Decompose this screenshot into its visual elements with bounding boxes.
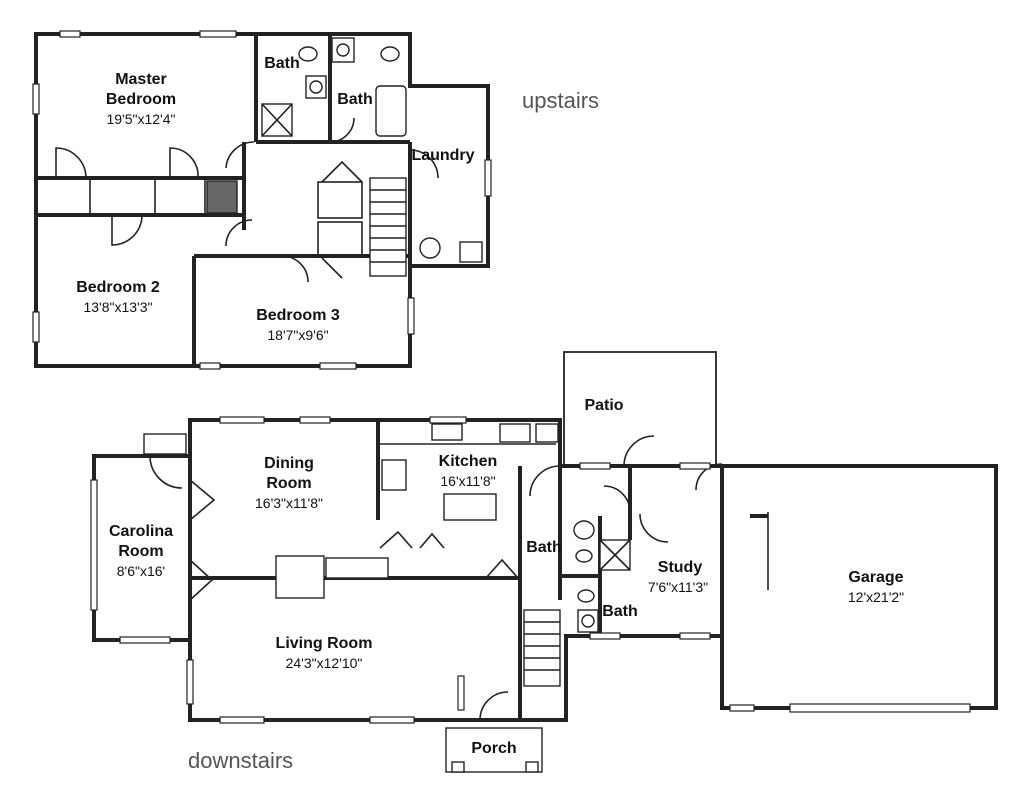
door-swing (479, 691, 509, 721)
living-room-dims: 24'3"x12'10" (286, 655, 363, 671)
garage-door (789, 703, 971, 713)
kitchen-name: Kitchen (439, 453, 498, 470)
door-swing (695, 463, 723, 491)
upstairs-plan: Master Bedroom 19'5"x12'4" Bath Bath Lau… (32, 30, 599, 370)
door-swing (639, 513, 669, 543)
garage-wall (720, 464, 998, 710)
garage-name: Garage (848, 569, 903, 586)
bath-right-name: Bath (337, 91, 373, 108)
door-swing (149, 455, 183, 489)
door-swing (603, 485, 631, 513)
porch-name: Porch (471, 740, 516, 757)
master-bedroom-dims: 19'5"x12'4" (106, 111, 175, 127)
door-swing (225, 219, 253, 247)
bedroom2-name: Bedroom 2 (76, 279, 160, 296)
bedroom2-dims: 13'8"x13'3" (83, 299, 152, 315)
kitchen-cabinet (499, 423, 531, 443)
hall-closet (317, 221, 363, 257)
door-swing (169, 147, 199, 179)
built-in-cabinet (325, 557, 389, 579)
kitchen-range (381, 459, 407, 491)
stair-treads (370, 189, 406, 263)
kitchen-cabinet (535, 423, 559, 443)
kitchen-dims: 16'x11'8" (440, 473, 495, 489)
dining-room-dims: 16'3"x11'8" (255, 495, 323, 511)
dryer-icon (459, 241, 483, 263)
dining-room-name-line2: Room (266, 475, 311, 492)
porch-post (525, 761, 539, 773)
study-name: Study (658, 559, 703, 576)
toilet-icon (577, 589, 595, 603)
upstairs-label: upstairs (522, 88, 599, 113)
stair-treads (524, 621, 560, 671)
laundry-name: Laundry (411, 147, 474, 164)
sink-icon (336, 43, 350, 57)
upstairs-windows (32, 30, 492, 370)
door-swing (623, 435, 655, 467)
bath-lower-name: Bath (602, 603, 638, 620)
living-room-name: Living Room (276, 635, 373, 652)
washer-icon (419, 237, 441, 259)
master-bedroom-name-line1: Master (115, 71, 167, 88)
door-swing (419, 532, 445, 549)
door-swing (111, 214, 143, 246)
toilet-icon (573, 520, 595, 540)
sink-icon (309, 80, 323, 94)
bath-left-name: Bath (264, 55, 300, 72)
carolina-room-name-line2: Room (118, 543, 163, 560)
door-swing (225, 141, 255, 169)
dining-room-name-line1: Dining (264, 455, 314, 472)
door-swing (529, 465, 561, 497)
door-swing (379, 530, 413, 549)
kitchen-island (443, 493, 497, 521)
bedroom3-name: Bedroom 3 (256, 307, 340, 324)
patio-name: Patio (584, 397, 623, 414)
stairs-up (369, 177, 407, 277)
study-dims: 7'6"x11'3" (648, 579, 708, 595)
hall-closet (317, 181, 363, 219)
carolina-step (143, 433, 187, 455)
bath-upper-name: Bath (526, 539, 562, 556)
sink-icon (581, 614, 595, 628)
bedroom3-dims: 18'7"x9'6" (267, 327, 328, 343)
downstairs-windows (90, 416, 755, 724)
carolina-room-name-line1: Carolina (109, 523, 173, 540)
porch-post (451, 761, 465, 773)
door-swing (329, 117, 355, 143)
door-swing (409, 149, 439, 179)
fireplace (275, 555, 325, 599)
door-swing (485, 558, 519, 579)
shower-mark (261, 103, 293, 137)
garage-dims: 12'x21'2" (848, 589, 904, 605)
toilet-icon (298, 46, 318, 62)
downstairs-label: downstairs (188, 748, 293, 773)
upstairs-outer-wall (34, 32, 490, 368)
carolina-room-dims: 8'6"x16' (117, 563, 165, 579)
bathtub (375, 85, 407, 137)
master-bedroom-name-line2: Bedroom (106, 91, 176, 108)
door-swing (55, 147, 87, 179)
patio-outline (563, 351, 717, 466)
door-swing (189, 559, 214, 601)
door-swing (281, 255, 309, 283)
downstairs-plan: Patio Dining Room 16'3"x11'8" Kitchen 16… (90, 351, 998, 773)
kitchen-sink (431, 423, 463, 441)
toilet-icon (380, 46, 400, 62)
door-swing (321, 160, 363, 183)
chimney-block (206, 180, 238, 214)
door-swing (321, 257, 343, 279)
door-swing (189, 479, 216, 521)
sink-icon (575, 549, 593, 563)
shower-mark (599, 539, 631, 571)
